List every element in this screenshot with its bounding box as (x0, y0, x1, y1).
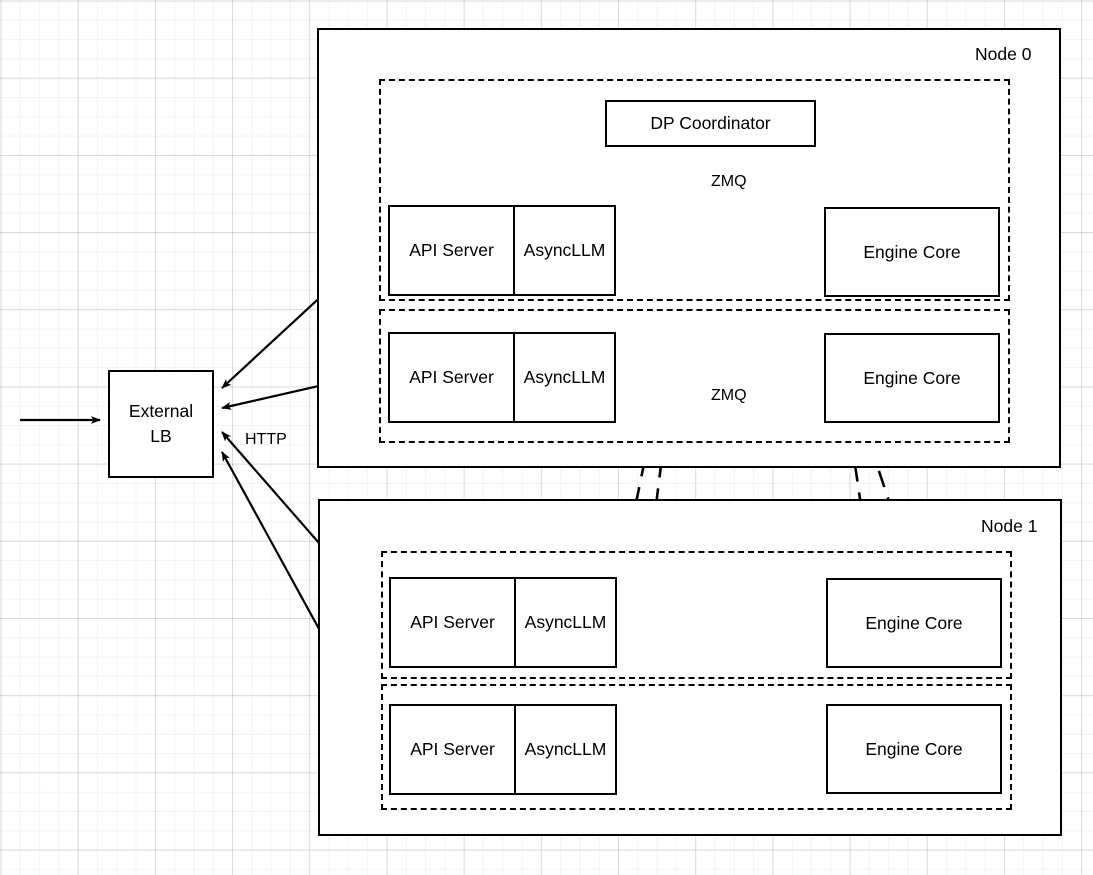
engine-core-box-node1-0[interactable]: Engine Core (826, 578, 1002, 668)
external-lb-label-line2: LB (150, 426, 172, 446)
api-server-box-node1-0[interactable]: API Server AsyncLLM (389, 577, 617, 668)
engine-core-label-node0-1: Engine Core (863, 367, 961, 388)
zmq-label-node0-1: ZMQ (711, 387, 747, 404)
engine-core-label-node1-0: Engine Core (865, 612, 963, 633)
http-label: HTTP (245, 431, 287, 448)
asyncllm-label-node1-0: AsyncLLM (514, 579, 615, 666)
dp-group-node1-0 (381, 551, 1012, 679)
api-server-label-node1-1: API Server (410, 739, 495, 759)
engine-core-label-node0-0: Engine Core (863, 241, 961, 262)
dp-group-node0-0 (379, 79, 1010, 301)
dp-group-node1-1 (381, 684, 1012, 810)
dp-group-node0-1 (379, 309, 1010, 443)
dp-coordinator-box[interactable]: DP Coordinator (605, 100, 816, 147)
zmq-label-node0-0: ZMQ (711, 173, 747, 190)
engine-core-box-node0-0[interactable]: Engine Core (824, 207, 1000, 297)
engine-core-box-node0-1[interactable]: Engine Core (824, 333, 1000, 423)
external-lb-label-line1: External (128, 400, 194, 421)
dp-coordinator-label: DP Coordinator (650, 113, 771, 133)
api-server-label-node0-0: API Server (409, 240, 494, 260)
api-server-box-node1-1[interactable]: API Server AsyncLLM (389, 704, 617, 795)
api-server-label-node1-0: API Server (410, 612, 495, 632)
engine-core-box-node1-1[interactable]: Engine Core (826, 704, 1002, 794)
engine-core-label-node1-1: Engine Core (865, 738, 963, 759)
api-server-box-node0-1[interactable]: API Server AsyncLLM (388, 332, 616, 423)
node-label-1: Node 1 (981, 516, 1038, 536)
api-server-label-node0-1: API Server (409, 367, 494, 387)
api-server-box-node0-0[interactable]: API Server AsyncLLM (388, 205, 616, 296)
node-label-0: Node 0 (975, 44, 1032, 64)
external-lb-box[interactable]: External LB (108, 370, 214, 478)
asyncllm-label-node0-0: AsyncLLM (513, 207, 614, 294)
asyncllm-label-node0-1: AsyncLLM (513, 334, 614, 421)
asyncllm-label-node1-1: AsyncLLM (514, 706, 615, 793)
